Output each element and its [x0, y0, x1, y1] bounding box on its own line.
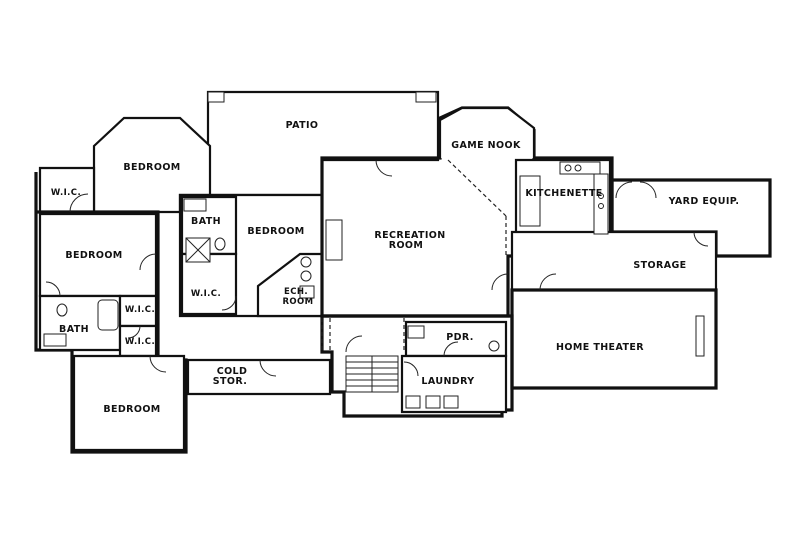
label-bath-mid: BATH	[191, 216, 221, 227]
label-bedroom-mid: BEDROOM	[247, 226, 304, 237]
door-wic-small	[127, 325, 141, 339]
label-wic-small-1: W.I.C.	[125, 305, 155, 315]
label-recreation-1: RECREATION	[374, 230, 445, 241]
label-wic-small-2: W.I.C.	[125, 337, 155, 347]
door-yard-left	[615, 181, 633, 199]
tub-left	[97, 299, 119, 331]
door-wic-top	[69, 193, 89, 213]
laundry-sink	[405, 395, 421, 409]
stairs	[345, 355, 399, 393]
cold-storage-outline	[186, 358, 332, 396]
label-home-theater: HOME THEATER	[556, 342, 644, 353]
label-laundry: LAUNDRY	[421, 376, 474, 387]
toilet-mid	[214, 237, 226, 251]
label-cold-stor-2: STOR.	[213, 376, 248, 387]
patio-post-left	[207, 91, 225, 103]
toilet-pdr	[488, 340, 500, 352]
door-yard-right	[639, 181, 657, 199]
door-laundry	[403, 361, 419, 377]
label-patio: PATIO	[286, 120, 319, 131]
vanity-mid	[183, 198, 207, 212]
label-bedroom-bottom: BEDROOM	[103, 404, 160, 415]
label-bedroom-left: BEDROOM	[65, 250, 122, 261]
bedroom-mid-window	[325, 219, 343, 261]
doors	[45, 159, 709, 377]
label-game-nook: GAME NOOK	[451, 140, 521, 151]
toilet-left	[56, 303, 68, 317]
home-theater-outline	[510, 288, 718, 390]
dash-recreation-diagonal	[447, 159, 507, 217]
door-storage	[491, 273, 509, 291]
door-recreation-top	[375, 159, 393, 177]
lower-block-outline	[320, 314, 514, 418]
vanity-pdr	[407, 325, 425, 339]
label-wic-top-left: W.I.C.	[51, 188, 81, 198]
wic-mid-outline	[180, 252, 238, 316]
patio-post-right	[415, 91, 437, 103]
washer	[425, 395, 441, 409]
door-bedroom-left	[139, 253, 157, 271]
label-recreation-2: ROOM	[389, 240, 424, 251]
label-cold-stor-1: COLD	[217, 366, 248, 377]
sink-1	[564, 164, 572, 172]
label-bedroom-top: BEDROOM	[123, 162, 180, 173]
furnace	[299, 285, 315, 299]
cooktop-1	[598, 193, 604, 199]
sink-2	[574, 164, 582, 172]
bedroom-bottom-outline	[72, 354, 186, 452]
door-bedroom-bottom	[149, 355, 167, 373]
label-storage: STORAGE	[633, 260, 686, 271]
door-bath-left	[45, 281, 61, 297]
water-heater-1	[300, 256, 312, 268]
label-mech-1: ECH.	[284, 287, 308, 297]
dryer	[443, 395, 459, 409]
open-lines	[321, 159, 507, 352]
label-mech-2: ROOM	[282, 297, 313, 307]
door-pdr	[443, 341, 459, 357]
walls	[34, 90, 772, 454]
door-cold-stor	[259, 359, 277, 377]
label-wic-mid: W.I.C.	[191, 289, 221, 299]
door-kitchen	[539, 273, 557, 291]
door-yard-inner	[693, 231, 709, 247]
vanity-left	[43, 333, 67, 347]
label-bath-left: BATH	[59, 324, 89, 335]
fixtures	[43, 161, 609, 409]
water-heater-2	[300, 270, 312, 282]
door-corridor	[345, 335, 363, 353]
label-pdr: PDR.	[446, 332, 474, 343]
theater-screen	[695, 315, 705, 357]
kitchen-island	[519, 175, 541, 227]
label-yard-equip: YARD EQUIP.	[668, 196, 740, 207]
shower-mid-x2	[185, 237, 211, 263]
labels: PATIO GAME NOOK BEDROOM W.I.C. BATH BEDR…	[51, 120, 740, 415]
door-bedroom-mid	[221, 295, 237, 311]
game-nook-outline	[438, 106, 536, 158]
label-kitchenette: KITCHENETTE	[525, 188, 602, 199]
cooktop-2	[598, 203, 604, 209]
